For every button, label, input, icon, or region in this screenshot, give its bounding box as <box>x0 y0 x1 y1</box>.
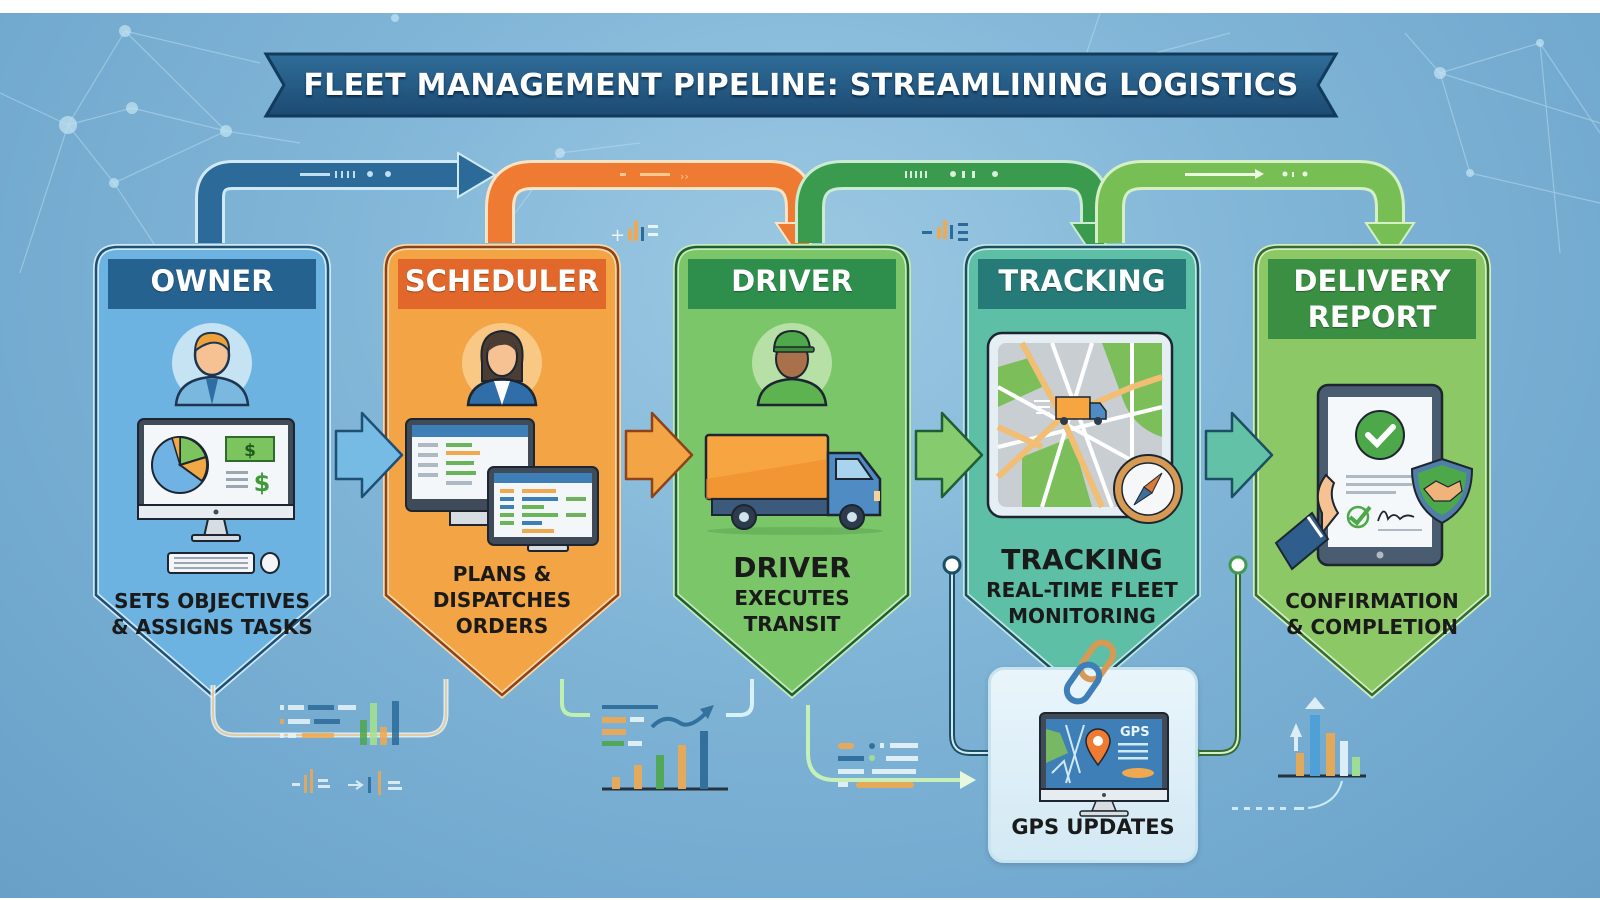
stage-card-scheduler: SCHEDULER PLANS & DISPATCH <box>382 243 622 699</box>
stage-card-tracking: TRACKING <box>962 243 1202 699</box>
stage-card-owner: OWNER $ $ SETS OB <box>92 243 332 699</box>
dual-monitor-schedule-icon <box>405 418 599 552</box>
stage-title: DRIVER <box>731 264 853 298</box>
diagram-canvas: FLEET MANAGEMENT PIPELINE: STREAMLINING … <box>0 13 1600 898</box>
financial-dashboard-monitor-icon: $ $ <box>137 418 295 574</box>
network-mesh-background <box>0 13 1600 274</box>
stage-card-delivery-report: DELIVERY REPORT CONFIRMATION & COMPLETIO… <box>1252 243 1492 699</box>
stage-description: DRIVER EXECUTES TRANSIT <box>680 551 904 637</box>
handshake-shield-icon <box>1410 457 1474 525</box>
stage-title: DELIVERY REPORT <box>1293 264 1451 334</box>
map-with-compass-icon <box>986 331 1183 524</box>
delivery-truck-icon <box>704 433 883 535</box>
title-banner <box>263 52 1339 118</box>
stage-title: SCHEDULER <box>404 264 600 298</box>
map-truck-icon <box>1032 396 1107 425</box>
stage-description: PLANS & DISPATCHES ORDERS <box>390 561 614 639</box>
gps-updates-label: GPS UPDATES <box>1011 815 1175 839</box>
gps-screen-label: GPS <box>1120 725 1150 740</box>
description-line: TRANSIT <box>743 612 841 636</box>
stage-card-driver: DRIVER DRIVER EXECUTES TRANSIT <box>672 243 912 699</box>
description-line: ORDERS <box>455 614 549 638</box>
description-heading: TRACKING <box>1001 543 1163 576</box>
stage-title: TRACKING <box>998 264 1166 298</box>
stage-description: CONFIRMATION & COMPLETION <box>1260 588 1484 640</box>
driver-cap-avatar-icon <box>752 323 832 407</box>
description-line: MONITORING <box>1008 604 1156 628</box>
compass-icon <box>1113 454 1183 524</box>
tablet-signed-confirmation-icon <box>1274 383 1474 571</box>
businesswoman-avatar-icon <box>462 323 542 407</box>
description-line: & COMPLETION <box>1286 615 1458 639</box>
page-title: FLEET MANAGEMENT PIPELINE: STREAMLINING … <box>303 67 1299 103</box>
description-heading: DRIVER <box>733 551 851 584</box>
description-line: PLANS & <box>452 562 552 586</box>
description-line: SETS OBJECTIVES <box>114 589 310 613</box>
svg-text:$: $ <box>244 441 256 461</box>
description-line: REAL-TIME FLEET <box>986 578 1178 602</box>
description-line: & ASSIGNS TASKS <box>111 615 313 639</box>
stage-description: TRACKING REAL-TIME FLEET MONITORING <box>970 543 1194 629</box>
description-line: CONFIRMATION <box>1285 589 1459 613</box>
stage-description: SETS OBJECTIVES & ASSIGNS TASKS <box>100 588 324 640</box>
stage-title: OWNER <box>150 264 274 298</box>
description-line: DISPATCHES <box>432 588 572 612</box>
svg-text:$: $ <box>254 469 271 497</box>
businessman-avatar-icon <box>172 323 252 407</box>
description-line: EXECUTES <box>734 586 850 610</box>
